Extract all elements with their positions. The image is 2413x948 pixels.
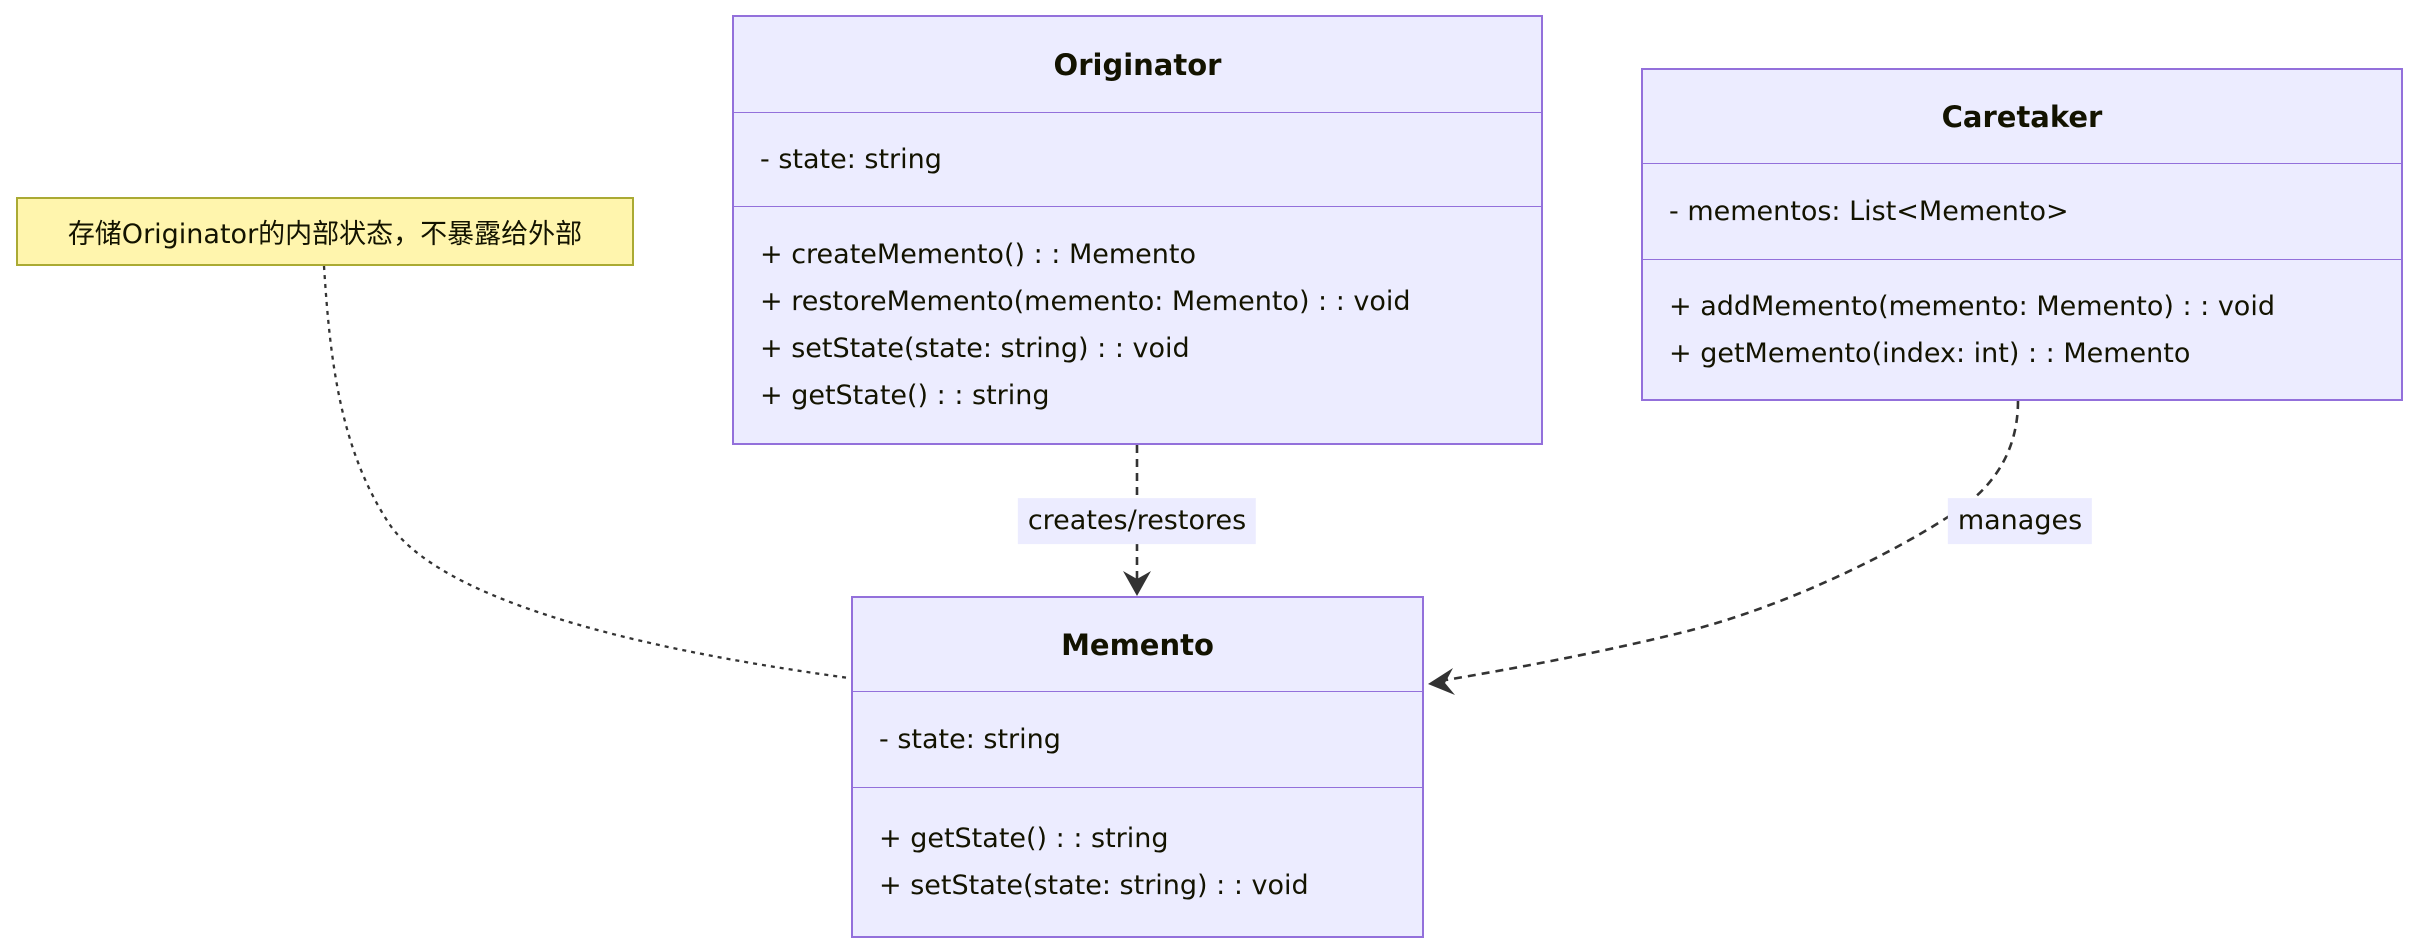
class-box-memento: Memento - state: string + getState() : :… xyxy=(851,596,1424,938)
attributes-section: - state: string xyxy=(853,691,1422,787)
note: 存储Originator的内部状态，不暴露给外部 xyxy=(16,197,634,266)
note-text: 存储Originator的内部状态，不暴露给外部 xyxy=(67,219,583,250)
class-box-caretaker: Caretaker - mementos: List<Memento> + ad… xyxy=(1641,68,2403,401)
class-method: + getState() : : string xyxy=(879,823,1169,854)
methods-section: + addMemento(memento: Memento) : : void … xyxy=(1643,259,2401,399)
class-title: Originator xyxy=(1053,47,1222,82)
class-method: + restoreMemento(memento: Memento) : : v… xyxy=(760,286,1411,317)
class-method: + createMemento() : : Memento xyxy=(760,239,1196,270)
methods-section: + getState() : : string + setState(state… xyxy=(853,787,1422,936)
class-attribute: - state: string xyxy=(760,144,942,175)
dependency-arrowhead-left-icon xyxy=(1428,668,1455,695)
class-attribute: - mementos: List<Memento> xyxy=(1669,196,2069,227)
edge-label-manages: manages xyxy=(1947,498,2093,544)
class-method: + setState(state: string) : : void xyxy=(760,333,1190,364)
class-title: Memento xyxy=(1061,627,1214,662)
dependency-arrowhead-down-icon xyxy=(1123,571,1151,596)
class-method: + addMemento(memento: Memento) : : void xyxy=(1669,290,2275,322)
edge-label-creates-restores: creates/restores xyxy=(1017,498,1257,544)
class-title: Caretaker xyxy=(1941,99,2103,134)
class-method: + getMemento(index: int) : : Memento xyxy=(1669,337,2191,369)
class-method: + getState() : : string xyxy=(760,380,1050,411)
class-attribute: - state: string xyxy=(879,724,1061,755)
class-method: + setState(state: string) : : void xyxy=(879,870,1309,901)
attributes-section: - mementos: List<Memento> xyxy=(1643,163,2401,259)
attributes-section: - state: string xyxy=(734,112,1541,206)
methods-section: + createMemento() : : Memento + restoreM… xyxy=(734,206,1541,443)
class-box-originator: Originator - state: string + createMemen… xyxy=(732,15,1543,445)
